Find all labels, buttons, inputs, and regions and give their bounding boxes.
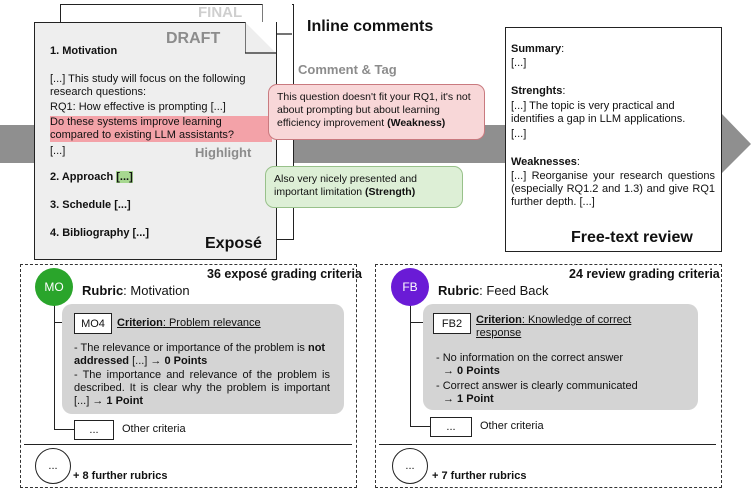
level0-bold: not addressed [74, 342, 326, 367]
criterion-id-mo4[interactable]: MO4 [74, 313, 112, 334]
draft-rq1: RQ1: How effective is prompting [...] [50, 101, 226, 113]
other-criteria-label: Other criteria [122, 423, 186, 435]
tree-line-right [410, 305, 412, 427]
review-criteria-panel [375, 264, 722, 488]
level1-points: 1 Point [106, 395, 144, 407]
draft-ellipsis: [...] [50, 145, 66, 157]
rubric-motivation: Rubric: Motivation [82, 283, 190, 298]
section-schedule: 3. Schedule [...] [50, 199, 131, 211]
section-approach-label: 2. Approach [50, 171, 114, 183]
tree-line-left [54, 305, 56, 430]
draft-paragraph: [...] This study will focus on the follo… [50, 73, 246, 98]
separator-left [24, 444, 352, 446]
criterion-label-right: Criterion [476, 314, 522, 326]
other-criteria-label-right: Other criteria [480, 420, 544, 432]
section-bibliography: 4. Bibliography [...] [50, 227, 150, 239]
review-criteria-header: 24 review grading criteria [569, 267, 720, 281]
weaknesses-heading: Weaknesses [511, 156, 577, 168]
level0-tail: [...] → [129, 355, 165, 367]
highlighted-text[interactable]: Do these systems improve learning compar… [50, 116, 272, 142]
criterion-title-fb2: Criterion: Knowledge of correct response [476, 314, 656, 340]
further-rubrics-circle[interactable]: ... [35, 448, 71, 484]
criterion-id-fb2[interactable]: FB2 [433, 313, 471, 334]
further-rubrics-label: + 8 further rubrics [73, 470, 168, 482]
comment-weakness[interactable]: This question doesn't fit your RQ1, it's… [268, 84, 485, 140]
level1-text: - The importance and relevance of the pr… [74, 369, 330, 407]
inline-comments-title: Inline comments [307, 18, 434, 35]
branch-line-right-1 [410, 322, 424, 324]
final-label: FINAL [198, 4, 243, 21]
expose-criteria-header: 36 exposé grading criteria [207, 267, 362, 281]
rubric-label: Rubric [82, 283, 124, 298]
other-criteria-box-right[interactable]: ... [430, 417, 472, 437]
comment-weakness-text: This question doesn't fit your RQ1, it's… [277, 91, 471, 129]
criterion-level-0: - The relevance or importance of the pro… [74, 342, 330, 368]
fb-level-1-points: → 1 Point [443, 393, 494, 405]
further-rubrics-label-right: + 7 further rubrics [432, 470, 527, 482]
further-rubrics-circle-right[interactable]: ... [392, 448, 428, 484]
summary-heading: Summary [511, 43, 562, 55]
branch-line-left-1 [54, 322, 68, 324]
level0-points: 0 Points [164, 355, 208, 367]
section-approach: 2. Approach [...] [50, 171, 133, 184]
rubric-name: : Motivation [123, 283, 190, 298]
strengths-heading: Strenghts [511, 85, 563, 97]
review-strengths: Strenghts: [511, 85, 566, 97]
strengths-tail: [...] [511, 128, 527, 140]
review-weaknesses: Weaknesses: [511, 156, 580, 168]
comment-tag-label: Comment & Tag [298, 62, 397, 77]
free-text-review-caption: Free-text review [571, 229, 693, 246]
expose-label: Exposé [205, 235, 262, 252]
rubric-fb-circle[interactable]: FB [391, 268, 429, 306]
weakness-tag: (Weakness) [387, 117, 446, 129]
rubric-feedback: Rubric: Feed Back [438, 283, 549, 298]
strength-tag: (Strength) [365, 186, 416, 198]
summary-body: [...] [511, 57, 527, 69]
criterion-name-right: : Knowledge of correct response [476, 314, 632, 339]
rubric-name-right: : Feed Back [479, 283, 549, 298]
fb-level-0-text: - No information on the correct answer [436, 352, 624, 364]
highlight-label: Highlight [195, 145, 252, 160]
review-document [505, 27, 722, 252]
criterion-name: : Problem relevance [162, 317, 261, 329]
branch-line-right-2 [410, 426, 430, 428]
rubric-mo-circle[interactable]: MO [35, 268, 73, 306]
fb-level-1-text: - Correct answer is clearly communicated [436, 380, 638, 392]
draft-fold-icon [245, 22, 276, 54]
branch-line-left-2 [54, 429, 74, 431]
criterion-label: Criterion [117, 317, 163, 329]
other-criteria-box[interactable]: ... [74, 420, 114, 440]
section-motivation: 1. Motivation [50, 45, 118, 57]
expose-criteria-panel [20, 264, 357, 488]
level0-text: - The relevance or importance of the pro… [74, 342, 305, 354]
comment-strength-text: Also very nicely presented and important… [274, 173, 417, 198]
approach-highlight[interactable]: [...] [116, 171, 133, 183]
final-fold-icon [262, 4, 292, 35]
review-summary: Summary: [511, 43, 565, 55]
criterion-title-mo4: Criterion: Problem relevance [117, 317, 261, 329]
draft-label: DRAFT [166, 30, 221, 47]
weaknesses-body: [...] Reorganise your research questions… [511, 170, 715, 208]
fb-level-0-points: → 0 Points [443, 365, 500, 377]
rubric-label-right: Rubric [438, 283, 480, 298]
comment-strength[interactable]: Also very nicely presented and important… [265, 166, 463, 208]
strengths-body: [...] The topic is very practical and id… [511, 100, 686, 125]
separator-right [379, 444, 716, 446]
criterion-level-1: - The importance and relevance of the pr… [74, 369, 330, 408]
